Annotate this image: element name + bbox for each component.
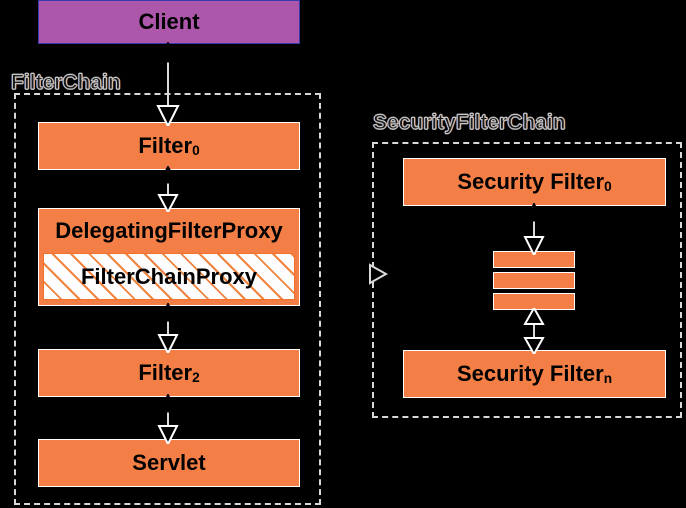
box-filter-2-subscript: 2: [192, 369, 200, 385]
box-filter-0-subscript: 0: [192, 142, 200, 158]
box-security-filter-n-subscript: n: [603, 370, 613, 386]
mini-filter-bar-3: [493, 293, 575, 310]
box-security-filter-n-label: Security Filter: [456, 361, 604, 386]
box-security-filter-0-label: Security Filter: [457, 169, 605, 194]
group-security-filter-chain-label: SecurityFilterChain: [373, 111, 567, 134]
box-security-filter-0-subscript: 0: [604, 178, 612, 194]
box-delegating-filter-proxy-label: DelegatingFilterProxy: [55, 218, 283, 243]
box-client-label: Client: [138, 9, 200, 34]
mini-filter-bar-1: [493, 251, 575, 268]
box-filter-2-label: Filter: [138, 360, 193, 385]
box-servlet[interactable]: Servlet: [26, 439, 300, 499]
box-servlet-label: Servlet: [132, 450, 206, 475]
box-filter-chain-proxy-label: FilterChainProxy: [80, 263, 258, 289]
box-delegating-filter-proxy[interactable]: DelegatingFilterProxy FilterChainProxy: [26, 208, 300, 318]
box-filter-chain-proxy[interactable]: FilterChainProxy: [43, 253, 295, 300]
group-filter-chain-label: FilterChain: [11, 71, 122, 94]
box-client[interactable]: Client: [26, 0, 300, 56]
mini-filter-bar-2: [493, 272, 575, 289]
box-filter-0-label: Filter: [138, 133, 193, 158]
